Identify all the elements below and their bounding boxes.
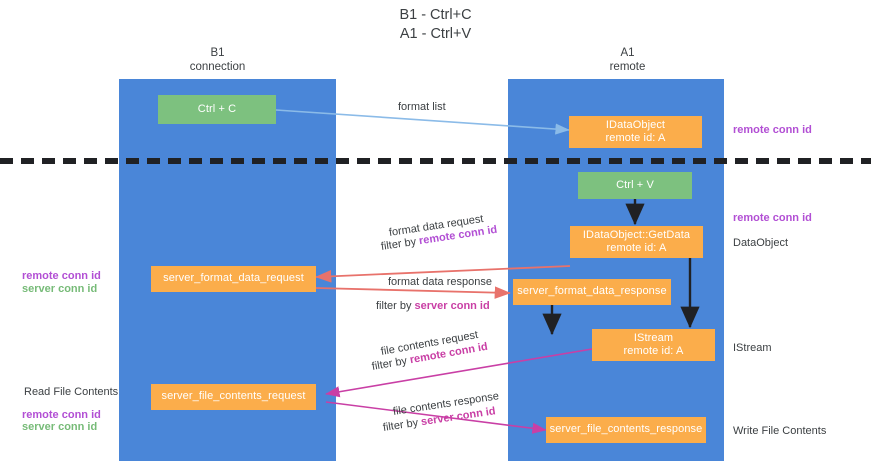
right-label-write-file-contents: Write File Contents: [733, 425, 827, 437]
phase-divider: [0, 158, 871, 164]
right-label-remote-conn-id-top: remote conn id: [733, 124, 812, 136]
connector-format-data-response: [315, 286, 511, 299]
node-server-format-data-request[interactable]: server_format_data_request: [151, 266, 316, 292]
connector-file-contents-request: [325, 348, 593, 398]
node-server-format-data-response[interactable]: server_format_data_response: [513, 279, 671, 305]
node-istream[interactable]: IStream remote id: A: [592, 329, 715, 361]
right-label-istream: IStream: [733, 342, 772, 354]
node-ctrl-c[interactable]: Ctrl + C: [158, 95, 276, 124]
connector-format-list: [275, 109, 570, 135]
edge-label-format-data-response: format data response: [388, 276, 492, 288]
edge-label-format-data-response-filter: filter by server conn id: [376, 299, 490, 313]
diagram-title: B1 - Ctrl+C A1 - Ctrl+V: [399, 7, 472, 42]
connector-file-contents-response: [325, 401, 547, 434]
edge-label-format-list: format list: [398, 101, 446, 113]
right-label-remote-conn-id-mid: remote conn id: [733, 212, 812, 224]
column-header-b1: B1 connection: [189, 47, 246, 73]
left-label-remote-conn-id: remote conn id: [22, 270, 101, 282]
node-idataobject-getdata[interactable]: IDataObject::GetData remote id: A: [570, 226, 703, 258]
left-label-server-conn-id: server conn id: [22, 283, 98, 295]
node-server-file-contents-request[interactable]: server_file_contents_request: [151, 384, 316, 410]
node-idataobject[interactable]: IDataObject remote id: A: [569, 116, 702, 148]
filter-key: server conn id: [414, 300, 490, 312]
node-ctrl-v[interactable]: Ctrl + V: [578, 172, 692, 199]
column-header-a1: A1 remote: [609, 47, 646, 73]
connector-format-data-request: [315, 265, 571, 283]
left-label-read-file-contents: Read File Contents: [24, 386, 119, 398]
right-label-dataobject: DataObject: [733, 237, 789, 249]
node-server-file-contents-response[interactable]: server_file_contents_response: [546, 417, 706, 443]
left-label-server-conn-id-2: server conn id: [22, 421, 98, 433]
left-label-remote-conn-id-2: remote conn id: [22, 409, 101, 421]
filter-prefix: filter by: [376, 300, 415, 312]
